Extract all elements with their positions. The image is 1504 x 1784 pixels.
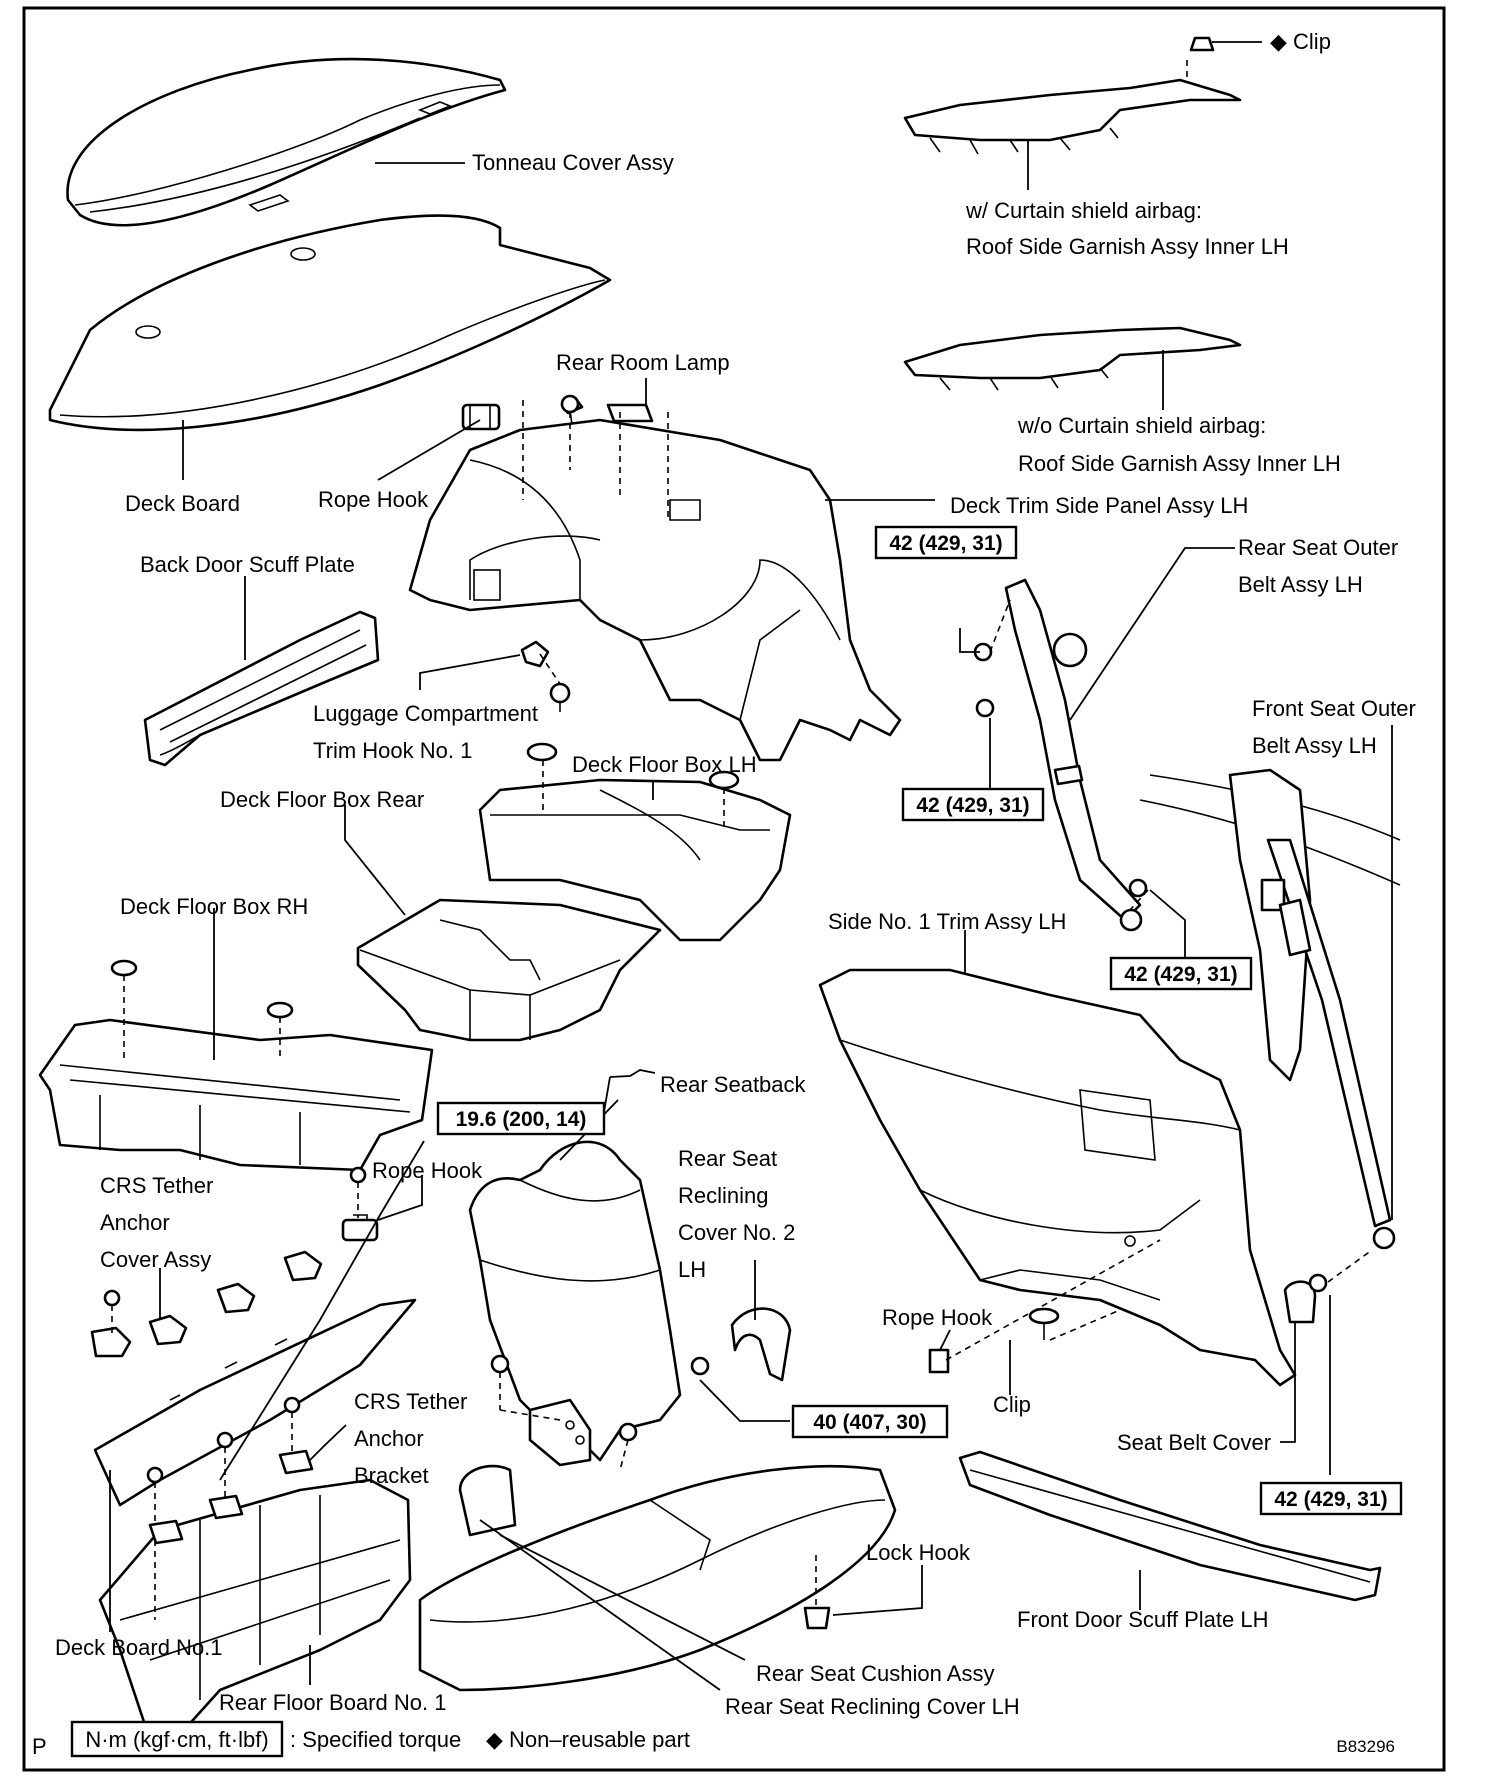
label-luggage-hook-1: Luggage Compartment — [313, 701, 538, 726]
label-seat-belt-cover: Seat Belt Cover — [1117, 1430, 1271, 1455]
tonneau-cover-part — [66, 57, 507, 227]
install-lines — [111, 60, 1373, 1620]
legend: P N·m (kgf·cm, ft·lbf) : Specified torqu… — [32, 1720, 1395, 1759]
svg-text:19.6 (200, 14): 19.6 (200, 14) — [456, 1108, 587, 1131]
rear-seat-cushion-part — [418, 1464, 897, 1692]
deck-floor-box-lh-part — [478, 742, 792, 942]
torque-front-belt: 42 (429, 31) — [1259, 1481, 1403, 1516]
label-back-door-scuff: Back Door Scuff Plate — [140, 552, 355, 577]
label-crs-cover-2: Anchor — [100, 1210, 170, 1235]
label-rear-seat-belt-1: Rear Seat Outer — [1238, 535, 1398, 560]
deck-floor-box-rear-part — [356, 898, 662, 1042]
label-no-curtain-2: Roof Side Garnish Assy Inner LH — [1018, 451, 1341, 476]
label-reclining-cover2-3: Cover No. 2 — [678, 1220, 795, 1245]
reclining-cover-no2-part — [730, 1307, 792, 1382]
rope-hook-right-part — [928, 1348, 950, 1374]
figure-code: B83296 — [1336, 1737, 1395, 1756]
label-rear-seat-reclining-cover: Rear Seat Reclining Cover LH — [725, 1694, 1020, 1719]
label-clip-top: ◆ Clip — [1270, 29, 1331, 54]
label-deck-trim-side-panel: Deck Trim Side Panel Assy LH — [950, 493, 1248, 518]
deck-trim-side-panel-part — [408, 418, 902, 762]
legend-non-reusable: ◆ Non–reusable part — [486, 1727, 690, 1752]
legend-p-mark: P — [32, 1734, 47, 1759]
label-front-door-scuff: Front Door Scuff Plate LH — [1017, 1607, 1269, 1632]
torque-belt-lower: 42 (429, 31) — [1109, 956, 1253, 991]
label-curtain-airbag-1: w/ Curtain shield airbag: — [965, 198, 1202, 223]
roof-garnish-with-airbag-part — [903, 36, 1242, 155]
label-crs-bracket-3: Bracket — [354, 1463, 429, 1488]
crs-tether-anchor-brackets-part — [148, 1449, 314, 1545]
label-deck-floor-box-rh: Deck Floor Box RH — [120, 894, 308, 919]
torque-belt-mid: 42 (429, 31) — [901, 787, 1045, 822]
label-rope-hook-mid: Rope Hook — [372, 1158, 483, 1183]
svg-text:40 (407, 30): 40 (407, 30) — [813, 1411, 926, 1434]
label-no-curtain-1: w/o Curtain shield airbag: — [1017, 413, 1266, 438]
label-rear-floor-board: Rear Floor Board No. 1 — [219, 1690, 446, 1715]
diagram-frame — [22, 6, 1446, 1772]
label-reclining-cover2-1: Rear Seat — [678, 1146, 777, 1171]
front-door-scuff-plate-part — [958, 1450, 1382, 1602]
deck-board-part — [48, 214, 612, 432]
deck-board-no1-part — [93, 1298, 417, 1507]
label-rope-hook-right: Rope Hook — [882, 1305, 993, 1330]
label-clip-right: Clip — [993, 1392, 1031, 1417]
torque-belt-upper: 42 (429, 31) — [874, 525, 1018, 560]
label-reclining-cover2-2: Reclining — [678, 1183, 769, 1208]
svg-text:42 (429, 31): 42 (429, 31) — [889, 532, 1002, 555]
rear-seat-reclining-cover-part — [458, 1464, 517, 1537]
front-seat-outer-belt-part — [1139, 768, 1401, 1250]
svg-text:42 (429, 31): 42 (429, 31) — [1124, 963, 1237, 986]
label-crs-bracket-2: Anchor — [354, 1426, 424, 1451]
luggage-trim-hook-part — [520, 640, 571, 712]
label-rear-room-lamp: Rear Room Lamp — [556, 350, 730, 375]
legend-specified-torque: : Specified torque — [290, 1727, 461, 1752]
leader-lines — [109, 41, 1393, 1691]
label-crs-cover-1: CRS Tether — [100, 1173, 213, 1198]
label-curtain-airbag-2: Roof Side Garnish Assy Inner LH — [966, 234, 1289, 259]
label-deck-floor-box-lh: Deck Floor Box LH — [572, 752, 757, 777]
svg-text:42 (429, 31): 42 (429, 31) — [1274, 1488, 1387, 1511]
label-deck-floor-box-rear: Deck Floor Box Rear — [220, 787, 424, 812]
crs-tether-anchor-covers-part — [90, 1250, 323, 1358]
clip-right-part — [1028, 1307, 1060, 1340]
side-no1-trim-part — [818, 968, 1297, 1387]
back-door-scuff-plate-part — [143, 610, 380, 767]
label-front-seat-belt-2: Belt Assy LH — [1252, 733, 1377, 758]
label-rear-seat-cushion: Rear Seat Cushion Assy — [756, 1661, 994, 1686]
roof-garnish-without-airbag-part — [903, 326, 1242, 391]
deck-floor-box-rh-part — [38, 959, 434, 1172]
label-rope-hook-top: Rope Hook — [318, 487, 429, 512]
torque-seat-hinge: 40 (407, 30) — [791, 1404, 949, 1439]
label-deck-board: Deck Board — [125, 491, 240, 516]
lock-hook-part — [803, 1606, 831, 1630]
label-luggage-hook-2: Trim Hook No. 1 — [313, 738, 472, 763]
svg-text:42 (429, 31): 42 (429, 31) — [916, 794, 1029, 817]
label-reclining-cover2-4: LH — [678, 1257, 706, 1282]
label-rear-seat-belt-2: Belt Assy LH — [1238, 572, 1363, 597]
legend-unit-box — [70, 1720, 284, 1758]
rear-seatback-part — [468, 1140, 682, 1467]
label-side-no1-trim: Side No. 1 Trim Assy LH — [828, 909, 1066, 934]
label-deck-board-no1: Deck Board No.1 — [55, 1635, 223, 1660]
rope-hook-top-part — [461, 403, 501, 431]
label-lock-hook: Lock Hook — [866, 1540, 971, 1565]
label-rear-seatback: Rear Seatback — [660, 1072, 807, 1097]
torque-boxes: 42 (429, 31) 42 (429, 31) 42 (429, 31) 1… — [436, 525, 1403, 1516]
label-crs-bracket-1: CRS Tether — [354, 1389, 467, 1414]
label-front-seat-belt-1: Front Seat Outer — [1252, 696, 1416, 721]
label-tonneau-cover: Tonneau Cover Assy — [472, 150, 674, 175]
torque-seatback: 19.6 (200, 14) — [436, 1101, 606, 1136]
label-crs-cover-3: Cover Assy — [100, 1247, 211, 1272]
part-labels: ◆ Clip Tonneau Cover Assy w/ Curtain shi… — [55, 29, 1416, 1719]
legend-unit-text: N·m (kgf·cm, ft·lbf) — [85, 1727, 268, 1752]
rear-seat-outer-belt-part — [1004, 578, 1143, 932]
